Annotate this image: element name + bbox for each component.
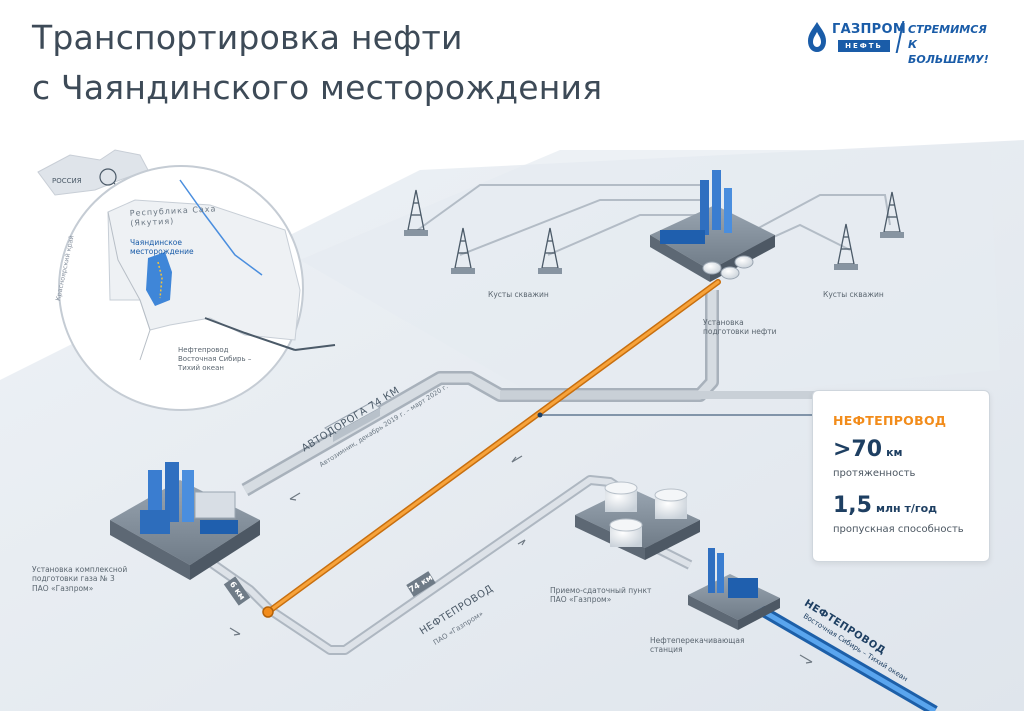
brand-name: ГАЗПРОМ [832,22,907,37]
info-capacity-unit: млн т/год [875,502,938,515]
flow-arrows [229,455,813,664]
info-length-caption: протяженность [833,468,916,479]
map-pipeline-label: Нефтепровод Восточная Сибирь – Тихий оке… [178,346,252,372]
map-country-label: РОССИЯ [52,177,82,185]
oil-prep-unit [650,170,775,282]
oil-prep-label: Установка подготовки нефти [703,318,777,337]
brand-slogan: СТРЕМИМСЯ К БОЛЬШЕМУ! [908,23,989,66]
page-title-line-2: с Чаяндинского месторождения [32,68,603,107]
flame-icon [808,22,826,52]
wells-left-label: Кусты скважин [488,290,549,299]
inset-map [37,149,336,411]
well-rigs [404,189,904,274]
info-length-value: >70 [833,437,883,462]
gas-plant [110,462,260,580]
info-capacity-value: 1,5 [833,493,872,518]
info-capacity-caption: пропускная способность [833,524,964,535]
page-title-line-1: Транспортировка нефти [32,18,463,57]
truck-icon [324,401,381,442]
pipe-junction [262,606,274,618]
wells-right-label: Кусты скважин [823,290,884,299]
brand-logo: ГАЗПРОМ НЕФТЬ СТРЕМИМСЯ К БОЛЬШЕМУ! [800,18,1000,66]
brand-sub: НЕФТЬ [838,40,890,52]
pump-station-label: Нефтеперекачивающая станция [650,636,745,655]
terrain-plateau [300,150,1000,410]
map-field-label: Чаяндинское месторождение [130,238,194,257]
pump-station [688,548,780,630]
receiving-point [575,481,700,560]
gas-plant-label: Установка комплексной подготовки газа № … [32,565,128,593]
info-length-unit: км [886,446,903,459]
receiving-point-label: Приемо-сдаточный пункт ПАО «Газпром» [550,586,652,605]
info-title: НЕФТЕПРОВОД [833,413,947,428]
